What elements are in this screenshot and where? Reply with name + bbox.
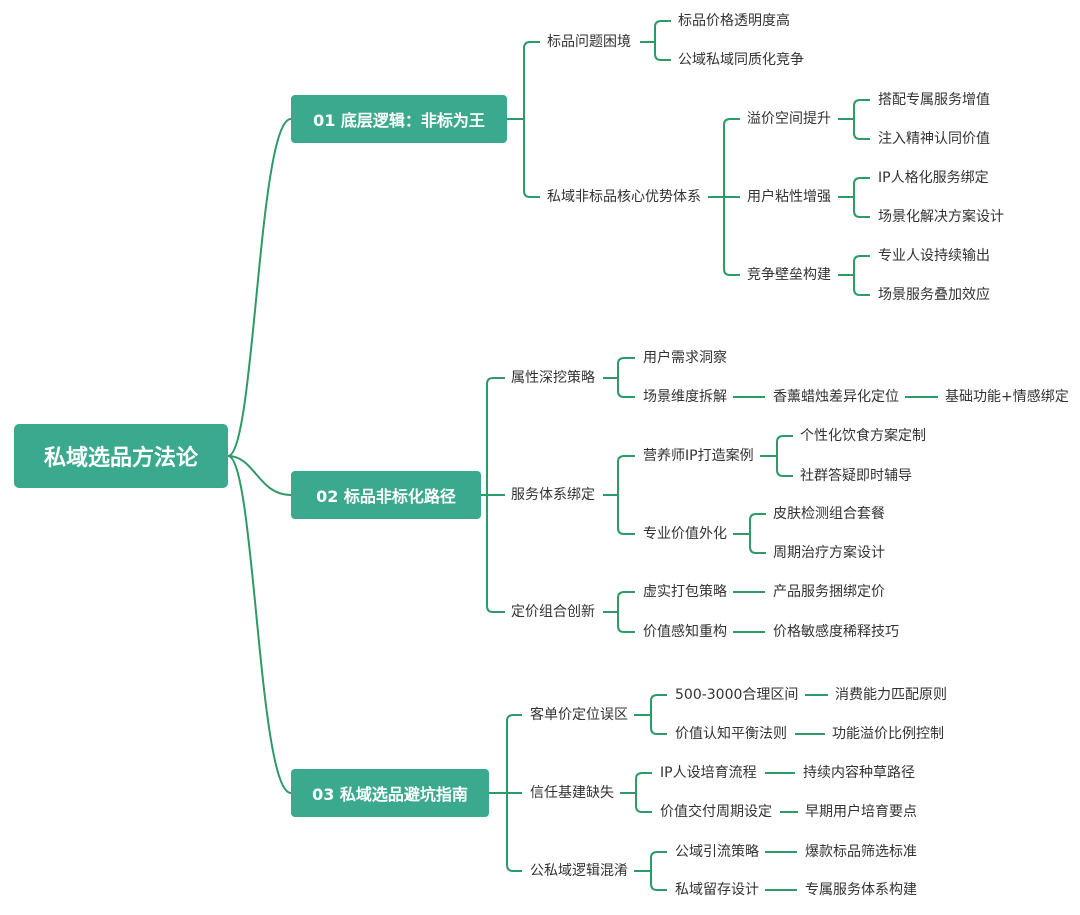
- node[interactable]: IP人设培育流程: [660, 765, 757, 781]
- node[interactable]: 场景化解决方案设计: [878, 209, 1004, 225]
- node[interactable]: 价格敏感度稀释技巧: [773, 624, 899, 640]
- node[interactable]: 公域私域同质化竞争: [678, 52, 804, 68]
- branch-2-node[interactable]: 02 标品非标化路径: [291, 471, 481, 519]
- root-node[interactable]: 私域选品方法论: [14, 424, 228, 488]
- node[interactable]: 私域留存设计: [675, 882, 759, 898]
- node[interactable]: 场景服务叠加效应: [878, 287, 990, 303]
- connector-line: [481, 494, 505, 613]
- node[interactable]: 500-3000合理区间: [675, 687, 799, 703]
- connector-line: [760, 435, 793, 457]
- node[interactable]: 标品价格透明度高: [678, 13, 790, 29]
- node[interactable]: 营养师IP打造案例: [643, 448, 754, 464]
- node[interactable]: 竞争壁垒构建: [747, 267, 831, 283]
- connector-line: [603, 377, 635, 398]
- node[interactable]: 标品问题困境: [547, 34, 631, 50]
- connector-line: [489, 714, 522, 794]
- branch-1-node[interactable]: 01 底层逻辑：非标为王: [291, 95, 507, 143]
- connector-line: [838, 196, 870, 218]
- connector-line: [603, 455, 635, 496]
- connector-line: [733, 533, 766, 554]
- node[interactable]: 注入精神认同价值: [878, 131, 990, 147]
- connector-line: [481, 377, 505, 496]
- connector-line: [489, 792, 522, 872]
- node[interactable]: 搭配专属服务增值: [878, 92, 990, 108]
- connector-line: [227, 118, 292, 457]
- node[interactable]: 价值认知平衡法则: [675, 726, 787, 742]
- node[interactable]: 基础功能+情感绑定: [945, 389, 1069, 405]
- node[interactable]: IP人格化服务绑定: [878, 170, 989, 186]
- node[interactable]: 用户需求洞察: [643, 350, 727, 366]
- node[interactable]: 专业人设持续输出: [878, 248, 990, 264]
- connector-line: [227, 455, 292, 496]
- connector-line: [634, 870, 667, 891]
- node[interactable]: 早期用户培育要点: [805, 804, 917, 820]
- connector-line: [620, 772, 652, 794]
- connector-line: [507, 118, 540, 198]
- node[interactable]: 专业价值外化: [643, 526, 727, 542]
- node[interactable]: 产品服务捆绑定价: [773, 584, 885, 600]
- connector-line: [838, 255, 870, 276]
- connector-line: [733, 513, 766, 535]
- connector-line: [838, 274, 870, 296]
- branch-3-node[interactable]: 03 私域选品避坑指南: [291, 769, 489, 817]
- connector-line: [620, 792, 652, 813]
- node[interactable]: 香薰蜡烛差异化定位: [773, 389, 899, 405]
- node[interactable]: 信任基建缺失: [530, 785, 614, 801]
- connector-line: [634, 851, 667, 872]
- node[interactable]: 服务体系绑定: [511, 487, 595, 503]
- connector-line: [603, 591, 635, 613]
- node[interactable]: 周期治疗方案设计: [773, 545, 885, 561]
- connector-line: [507, 41, 540, 120]
- node[interactable]: 社群答疑即时辅导: [800, 468, 912, 484]
- connector-line: [640, 20, 671, 43]
- node[interactable]: 个性化饮食方案定制: [800, 428, 926, 444]
- node[interactable]: 价值感知重构: [643, 624, 727, 640]
- connector-line: [603, 357, 635, 379]
- connector-line: [838, 177, 870, 198]
- connector-line: [838, 99, 870, 120]
- connector-line: [708, 118, 740, 198]
- node[interactable]: 消费能力匹配原则: [835, 687, 947, 703]
- node[interactable]: 溢价空间提升: [747, 111, 831, 127]
- node[interactable]: 持续内容种草路径: [803, 765, 915, 781]
- node[interactable]: 虚实打包策略: [643, 584, 727, 600]
- connector-line: [760, 455, 793, 477]
- node[interactable]: 专属服务体系构建: [805, 882, 917, 898]
- connector-line: [708, 196, 740, 276]
- node[interactable]: 公域引流策略: [675, 844, 759, 860]
- node[interactable]: 私域非标品核心优势体系: [547, 189, 701, 205]
- connector-line: [640, 41, 671, 61]
- node[interactable]: 公私域逻辑混淆: [530, 863, 628, 879]
- node[interactable]: 皮肤检测组合套餐: [773, 506, 885, 522]
- node[interactable]: 定价组合创新: [511, 604, 595, 620]
- node[interactable]: 功能溢价比例控制: [832, 726, 944, 742]
- node[interactable]: 客单价定位误区: [530, 707, 628, 723]
- node[interactable]: 用户粘性增强: [747, 189, 831, 205]
- connector-line: [603, 494, 635, 535]
- node[interactable]: 属性深挖策略: [511, 370, 595, 386]
- connector-line: [838, 118, 870, 140]
- node[interactable]: 爆款标品筛选标准: [805, 844, 917, 860]
- node[interactable]: 价值交付周期设定: [660, 804, 772, 820]
- node[interactable]: 场景维度拆解: [643, 389, 727, 405]
- connector-line: [227, 455, 292, 794]
- connector-line: [634, 694, 667, 716]
- connector-line: [634, 714, 667, 735]
- connector-line: [603, 611, 635, 633]
